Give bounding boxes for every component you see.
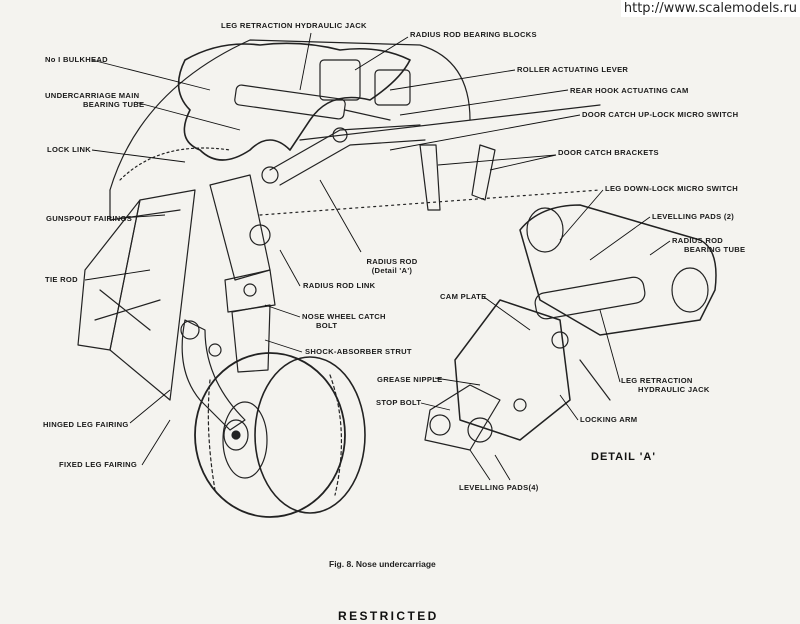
label-radius-rod-bearing-tube-1: RADIUS ROD (672, 236, 724, 245)
fixed-leg-fairing (77, 199, 141, 351)
label-undercarriage-main-1: UNDERCARRIAGE MAIN (45, 91, 140, 100)
label-tie-rod: TIE ROD (45, 275, 78, 284)
label-door-catch-uplock-switch: DOOR CATCH UP-LOCK MICRO SWITCH (582, 110, 739, 119)
label-roller-actuating-lever: ROLLER ACTUATING LEVER (517, 65, 629, 74)
door-catch-bracket-2 (471, 144, 496, 201)
label-radius-rod-detail-2: (Detail 'A') (371, 266, 413, 275)
upper-skin-line (299, 104, 601, 141)
bulkhead-section (177, 42, 411, 161)
fork-arm (181, 319, 246, 431)
label-shock-absorber-strut: SHOCK-ABSORBER STRUT (305, 347, 412, 356)
label-radius-rod-bearing-blocks: RADIUS ROD BEARING BLOCKS (410, 30, 537, 39)
label-leg-retraction-detail-2: HYDRAULIC JACK (638, 385, 710, 394)
label-door-catch-brackets: DOOR CATCH BRACKETS (558, 148, 659, 157)
label-nose-wheel-catch-2: BOLT (316, 321, 338, 330)
label-radius-rod-detail-1: RADIUS ROD (366, 257, 418, 266)
retraction-jack-body (234, 84, 346, 120)
label-levelling-pads-4: LEVELLING PADS(4) (459, 483, 539, 492)
nose-wheel-front (194, 352, 346, 518)
detail-a-assembly (424, 204, 717, 451)
label-undercarriage-main-2: BEARING TUBE (83, 100, 145, 109)
detail-a-title: DETAIL 'A' (591, 451, 656, 463)
radius-rod (269, 124, 421, 171)
fuselage-skin (109, 39, 471, 191)
label-locking-arm: LOCKING ARM (580, 415, 638, 424)
label-rear-hook-actuating-cam: REAR HOOK ACTUATING CAM (570, 86, 689, 95)
label-hinged-leg-fairing: HINGED LEG FAIRING (43, 420, 129, 429)
label-radius-rod-link: RADIUS ROD LINK (303, 281, 376, 290)
label-cam-plate: CAM PLATE (440, 292, 487, 301)
label-gunspout-fairings: GUNSPOUT FAIRINGS (46, 214, 133, 223)
door-catch-bracket-1 (419, 144, 441, 211)
restricted-footer: RESTRICTED (338, 609, 439, 623)
nose-wheel-rear (254, 356, 366, 514)
shock-absorber-strut (231, 304, 271, 373)
label-lock-link: LOCK LINK (47, 145, 92, 154)
label-radius-rod-bearing-tube-2: BEARING TUBE (684, 245, 746, 254)
watermark-url[interactable]: http://www.scalemodels.ru (620, 0, 800, 17)
label-nose-wheel-catch-1: NOSE WHEEL CATCH (302, 312, 386, 321)
label-leg-downlock-switch: LEG DOWN-LOCK MICRO SWITCH (605, 184, 739, 193)
label-leg-retraction-detail-1: LEG RETRACTION (621, 376, 693, 385)
figure-caption: Fig. 8. Nose undercarriage (329, 559, 436, 569)
label-leg-retraction-jack: LEG RETRACTION HYDRAULIC JACK (221, 21, 367, 30)
label-fixed-leg-fairing: FIXED LEG FAIRING (59, 460, 138, 469)
wheel-hub (223, 419, 249, 451)
label-stop-bolt: STOP BOLT (376, 398, 422, 407)
label-no1-bulkhead: No I BULKHEAD (45, 55, 108, 64)
label-levelling-pads-2: LEVELLING PADS (2) (652, 212, 735, 221)
label-grease-nipple: GREASE NIPPLE (377, 375, 443, 384)
main-leg (209, 174, 271, 281)
